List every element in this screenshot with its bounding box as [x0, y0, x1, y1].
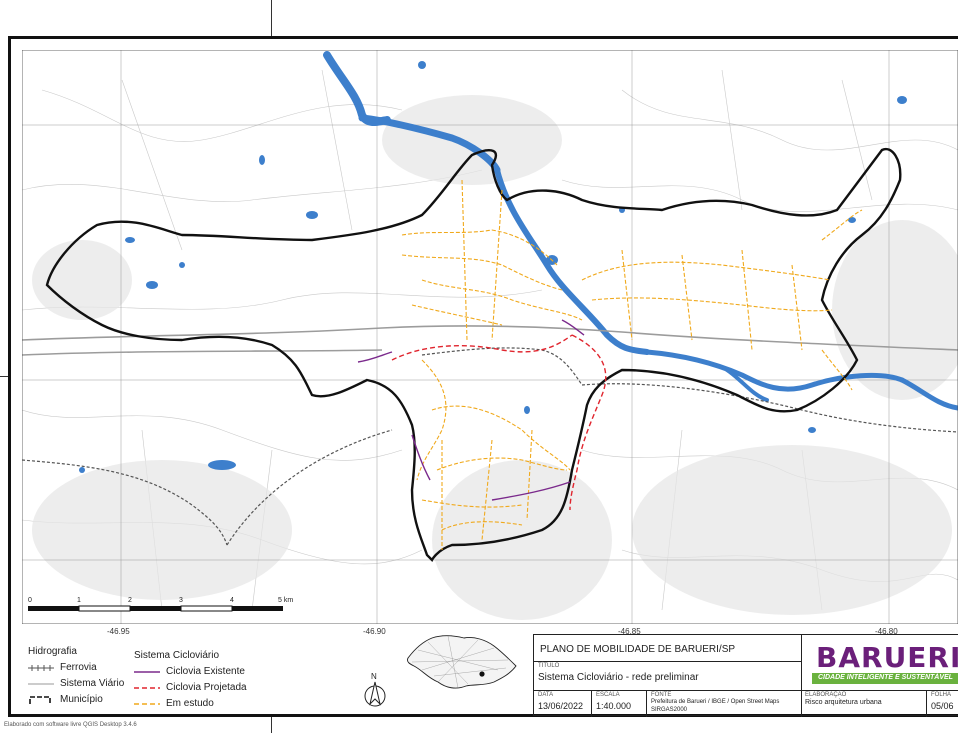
titulo-value: Sistema Cicloviário - rede preliminar: [538, 672, 699, 683]
escala-label: ESCALA: [596, 692, 620, 698]
grid-label-x-2: -46.85: [618, 627, 641, 636]
scale-label-5: 5 km: [278, 597, 293, 604]
scale-label-2: 2: [128, 597, 132, 604]
legend-item-sistema-viario: Sistema Viário: [28, 678, 124, 689]
bike-planned-symbol-icon: [134, 686, 160, 689]
lakes-and-ponds: [79, 61, 907, 473]
barueri-logo: BARUERI CIDADE INTELIGENTE E SUSTENTÁVEL: [804, 637, 958, 685]
ciclovia-projetada-network: [391, 334, 607, 511]
legend-item-ciclovia-projetada: Ciclovia Projetada: [134, 682, 247, 693]
scale-label-1: 1: [77, 597, 81, 604]
ciclovia-em-estudo-network: [401, 179, 863, 550]
plan-title: PLANO DE MOBILIDADE DE BARUERI/SP: [540, 644, 736, 655]
bike-existing-symbol-icon: [134, 670, 160, 673]
scale-label-4: 4: [230, 597, 234, 604]
scale-label-0: 0: [28, 597, 32, 604]
legend-label-em-estudo: Em estudo: [166, 698, 214, 709]
fonte-label: FONTE: [651, 692, 672, 698]
legend-item-em-estudo: Em estudo: [134, 698, 214, 709]
data-label: DATA: [538, 692, 554, 698]
escala-value: 1:40.000: [596, 701, 632, 711]
bike-study-symbol-icon: [134, 702, 160, 705]
legend-item-ferrovia: Ferrovia: [28, 662, 97, 673]
elaboracao-value: Risco arquitetura urbana: [805, 699, 882, 706]
map-canvas[interactable]: 0 1 2 3 4 5 km: [22, 50, 958, 624]
grid-label-x-0: -46.95: [107, 627, 130, 636]
river-tiete: [323, 51, 958, 411]
railway-line: [22, 347, 958, 546]
frame-cut-mark-top: [271, 0, 272, 36]
legend-label-ciclovia-existente: Ciclovia Existente: [166, 666, 245, 677]
grid-label-x-3: -46.80: [875, 627, 898, 636]
fonte-value-1: Prefeitura de Barueri / IBGE / Open Stre…: [651, 699, 780, 705]
elaboracao-label: ELABORAÇÃO: [805, 692, 847, 698]
north-arrow-icon: N: [364, 672, 386, 707]
railway-symbol-icon: [28, 664, 54, 671]
legend-item-municipio: Município: [28, 694, 103, 705]
legend-label-municipio: Município: [60, 694, 103, 705]
frame-cut-mark-left: [0, 376, 8, 377]
scale-label-3: 3: [179, 597, 183, 604]
legend-item-ciclovia-existente: Ciclovia Existente: [134, 666, 245, 677]
municipio-boundary: [45, 147, 902, 563]
legend-label-ciclovia-projetada: Ciclovia Projetada: [166, 682, 247, 693]
logo-tagline: CIDADE INTELIGENTE E SUSTENTÁVEL: [818, 674, 953, 681]
urban-density-areas: [32, 95, 958, 620]
folha-value: 05/06: [931, 701, 954, 711]
title-block: PLANO DE MOBILIDADE DE BARUERI/SP TÍTULO…: [533, 634, 958, 717]
boundary-symbol-icon: [29, 695, 51, 704]
logo-green-band: [812, 673, 958, 684]
frame-cut-mark-bottom: [271, 717, 272, 733]
legend-ciclo-title: Sistema Cicloviário: [134, 650, 220, 661]
inset-state-map: [407, 635, 517, 689]
legend-hidrografia-title: Hidrografia: [28, 646, 77, 657]
main-roads: [22, 325, 958, 356]
map-legend: Hidrografia Ferrovia Sistema Viário Muni…: [22, 634, 530, 710]
road-symbol-icon: [28, 683, 54, 684]
folha-label: FOLHA: [931, 692, 952, 698]
qgis-credit: Elaborado com software livre QGIS Deskto…: [4, 722, 137, 728]
ciclovia-existente-network: [357, 319, 585, 501]
data-value: 13/06/2022: [538, 701, 584, 711]
legend-label-sistema-viario: Sistema Viário: [60, 678, 125, 689]
legend-label-ferrovia: Ferrovia: [60, 662, 97, 673]
north-label: N: [371, 672, 377, 681]
scale-bar: 0 1 2 3 4 5 km: [28, 597, 293, 612]
grid-label-x-1: -46.90: [363, 627, 386, 636]
titulo-label: TÍTULO: [538, 663, 560, 669]
fonte-value-2: SIRGAS2000: [651, 707, 688, 713]
logo-wordmark: BARUERI: [816, 641, 958, 674]
